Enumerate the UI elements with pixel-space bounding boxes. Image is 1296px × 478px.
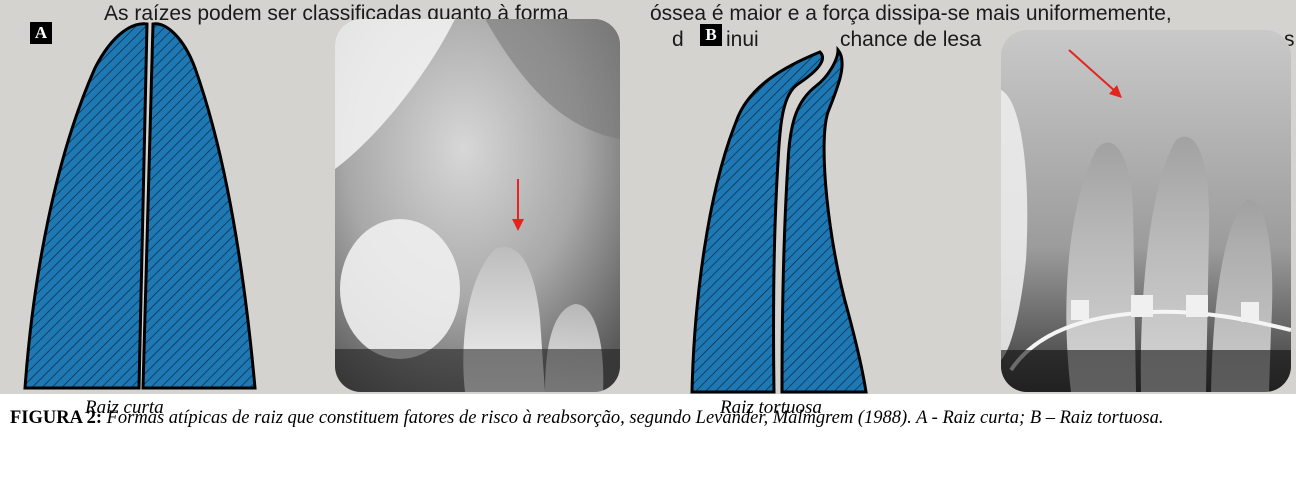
figure-panel-b: óssea é maior e a força dissipa-se mais … [648,0,1296,394]
figure-caption: FIGURA 2: Formas atípicas de raiz que co… [10,406,1290,430]
background-text-fragment: d [672,28,684,52]
radiograph-b [1001,30,1291,392]
root-half-right [782,50,866,392]
figure-number: FIGURA 2: [10,408,102,428]
tortuous-root-drawing [688,42,878,394]
root-half-left [25,24,147,388]
figure-caption-text: Formas atípicas de raiz que constituem f… [107,408,1164,428]
root-half-right [143,24,255,388]
figure-panel-a: As raízes podem ser classificadas quanto… [0,0,648,394]
background-text-line: óssea é maior e a força dissipa-se mais … [650,2,1172,26]
short-root-drawing [15,18,265,392]
radiograph-a [335,19,620,392]
